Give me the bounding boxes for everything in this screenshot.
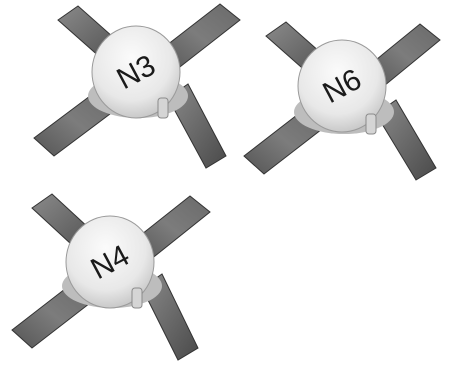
lead-pin bbox=[365, 113, 377, 135]
transistor-n4: N4 bbox=[11, 193, 211, 361]
transistor-n3: N3 bbox=[33, 3, 241, 169]
lead-pin bbox=[131, 287, 143, 309]
cap-body bbox=[65, 215, 155, 309]
cap-body bbox=[297, 39, 387, 133]
lead-pin bbox=[157, 97, 169, 119]
cap-body bbox=[91, 25, 181, 119]
transistor-n6: N6 bbox=[243, 21, 441, 181]
